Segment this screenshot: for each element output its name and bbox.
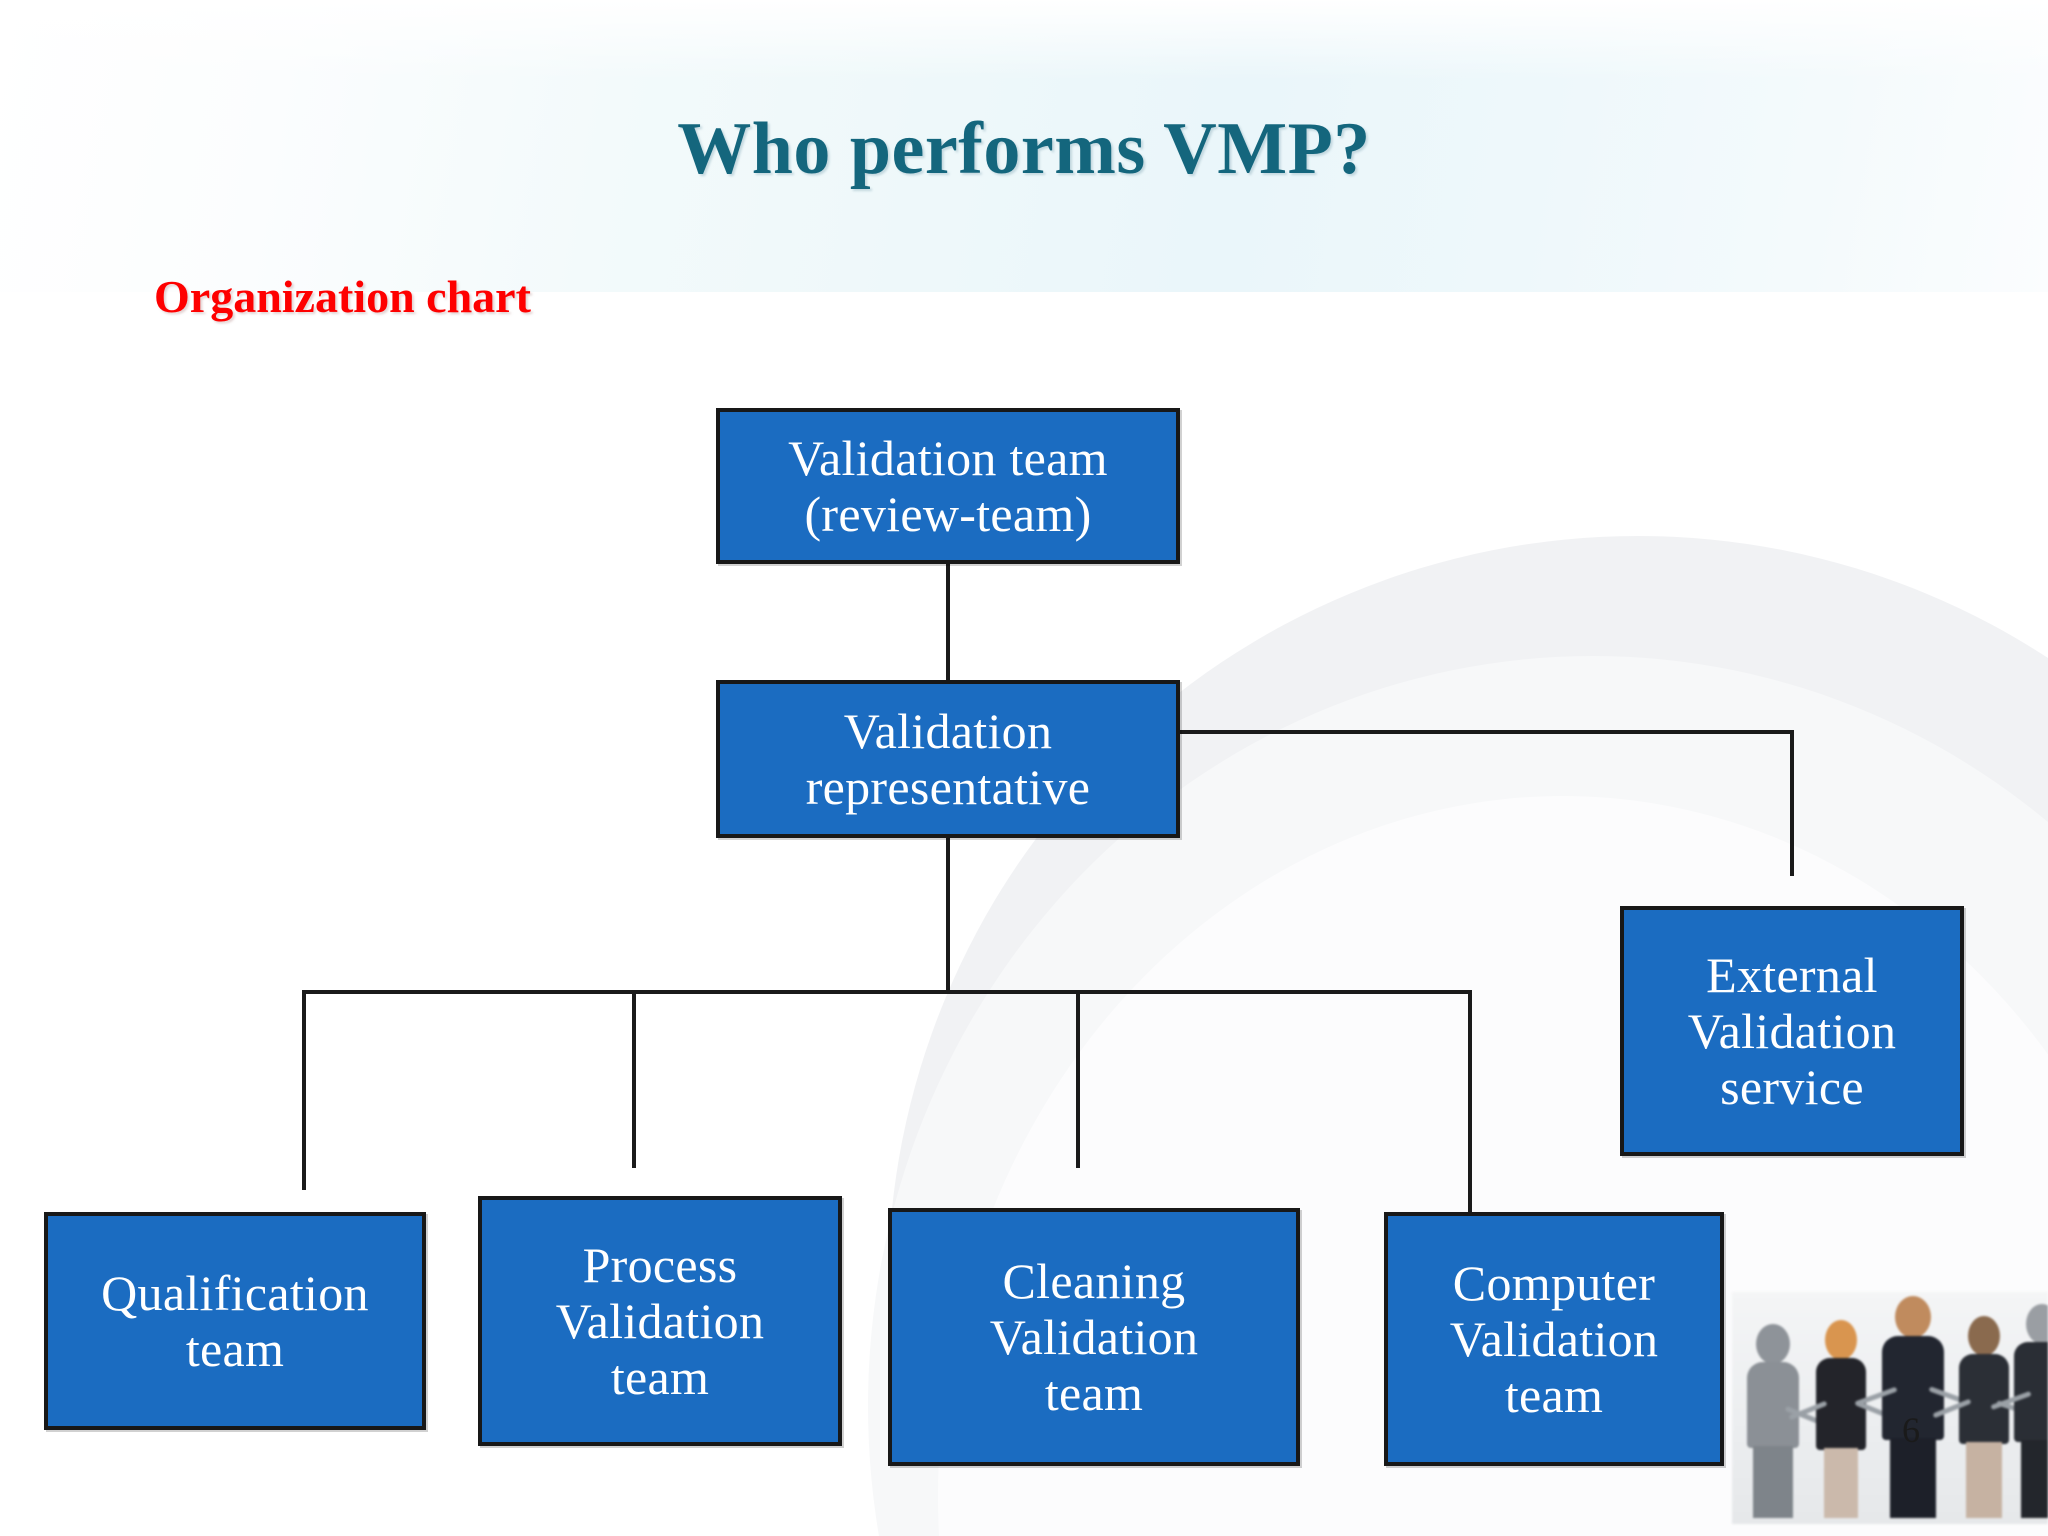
subtitle-organization-chart: Organization chart <box>154 271 531 322</box>
node-process-validation-team[interactable]: Process Validation team <box>478 1196 842 1446</box>
node-qualification-team-line-1: Qualification <box>101 1265 369 1321</box>
node-cleaning-validation-team-line-2: Validation <box>989 1309 1199 1365</box>
node-validation-representative-line-1: Validation <box>843 703 1053 759</box>
connector-team-to-representative <box>946 563 950 683</box>
connector-representative-stem <box>946 838 950 990</box>
connector-representative-to-external-vertical <box>1790 730 1794 876</box>
connector-bottom-bus <box>302 990 1472 994</box>
node-validation-team-line-2: (review-team) <box>804 486 1092 542</box>
node-qualification-team[interactable]: Qualification team <box>44 1212 426 1430</box>
node-external-validation-service-line-2: Validation <box>1687 1003 1897 1059</box>
node-validation-team[interactable]: Validation team (review-team) <box>716 408 1180 564</box>
node-process-validation-team-line-3: team <box>610 1349 710 1405</box>
connector-drop-process-validation-team <box>632 990 636 1168</box>
node-external-validation-service[interactable]: External Validation service <box>1620 906 1964 1156</box>
node-external-validation-service-line-1: External <box>1706 947 1878 1003</box>
node-computer-validation-team-line-2: Validation <box>1449 1311 1659 1367</box>
node-external-validation-service-line-3: service <box>1720 1059 1864 1115</box>
node-computer-validation-team-line-1: Computer <box>1452 1255 1656 1311</box>
node-validation-representative-line-2: representative <box>805 759 1091 815</box>
connector-representative-to-external-horizontal <box>1180 730 1794 734</box>
connector-drop-cleaning-validation-team <box>1076 990 1080 1168</box>
node-cleaning-validation-team-line-1: Cleaning <box>1002 1253 1186 1309</box>
page-number: 6 <box>1902 1410 1920 1450</box>
node-validation-representative[interactable]: Validation representative <box>716 680 1180 838</box>
node-process-validation-team-line-1: Process <box>582 1237 738 1293</box>
page-title: Who performs VMP? <box>677 108 1371 190</box>
connector-drop-computer-validation-team <box>1468 990 1472 1212</box>
connector-drop-qualification-team <box>302 990 306 1190</box>
node-cleaning-validation-team[interactable]: Cleaning Validation team <box>888 1208 1300 1466</box>
node-computer-validation-team-line-3: team <box>1504 1367 1604 1423</box>
business-people-photo <box>1732 1292 2048 1524</box>
node-qualification-team-line-2: team <box>185 1321 285 1377</box>
node-cleaning-validation-team-line-3: team <box>1044 1365 1144 1421</box>
background-top-fade <box>0 0 2048 80</box>
node-computer-validation-team[interactable]: Computer Validation team <box>1384 1212 1724 1466</box>
node-validation-team-line-1: Validation team <box>788 430 1108 486</box>
node-process-validation-team-line-2: Validation <box>555 1293 765 1349</box>
